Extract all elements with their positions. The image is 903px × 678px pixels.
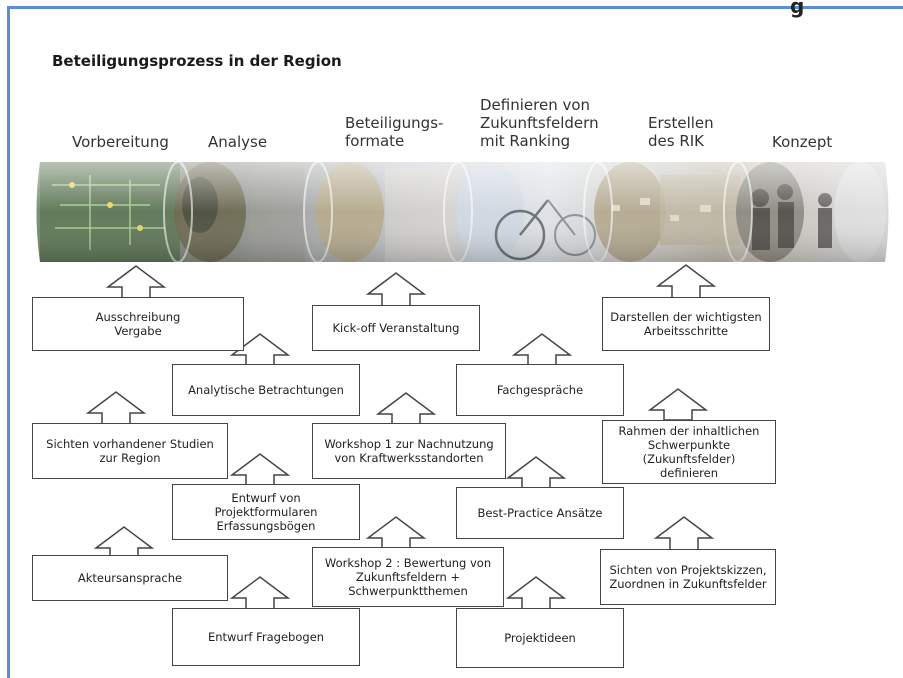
step-box-line: Vergabe <box>114 324 162 338</box>
diagram-title: Beteiligungsprozess in der Region <box>52 52 342 70</box>
up-arrow <box>229 453 291 487</box>
step-box-kickoff: Kick-off Veranstaltung <box>312 305 480 351</box>
phase-label-konzept: Konzept <box>772 133 832 151</box>
up-arrow <box>229 333 291 367</box>
phase-label-rik: Erstellen des RIK <box>648 114 714 150</box>
phase-label-line: Analyse <box>208 133 268 151</box>
step-box-line: definieren <box>659 466 719 480</box>
step-box-line: Zukunftsfeldern + <box>355 570 461 584</box>
step-box-line: Arbeitsschritte <box>643 324 729 338</box>
up-arrow <box>85 391 147 426</box>
phase-label-zukunftsfelder: Definieren von Zukunftsfeldern mit Ranki… <box>480 96 599 150</box>
step-box-line: Sichten vorhandener Studien <box>46 437 214 451</box>
step-box-line: Zuordnen in Zukunftsfelder <box>609 577 767 591</box>
step-box-fachgespraeche: Fachgespräche <box>456 364 624 416</box>
phase-label-line: Beteiligungs- <box>345 114 444 132</box>
corner-text: g <box>790 0 805 18</box>
frame-top-border <box>7 6 903 9</box>
step-box-line: Erfassungsbögen <box>216 519 316 533</box>
up-arrow <box>229 576 291 611</box>
up-arrow <box>653 516 715 551</box>
up-arrow <box>105 265 167 301</box>
up-arrow <box>375 392 437 426</box>
step-box-line: Schwerpunktthemen <box>348 584 468 598</box>
phase-label-line: Zukunftsfeldern <box>480 114 599 132</box>
step-box-line: Projektideen <box>504 631 576 645</box>
step-box-line: Kick-off Veranstaltung <box>332 321 460 335</box>
phase-label-analyse: Analyse <box>208 133 267 151</box>
step-box-projektideen: Projektideen <box>456 608 624 668</box>
step-box-line: von Kraftwerksstandorten <box>334 451 484 465</box>
up-arrow <box>365 516 427 549</box>
phase-label-line: Konzept <box>772 133 833 151</box>
step-box-line: Schwerpunkte (Zukunftsfelder) <box>642 438 736 466</box>
step-box-line: Akteursansprache <box>77 571 183 585</box>
phase-label-beteiligungsformate: Beteiligungs- formate <box>345 114 443 150</box>
step-box-line: Workshop 1 zur Nachnutzung <box>324 437 494 451</box>
step-box-line: Entwurf Fragebogen <box>207 630 325 644</box>
step-box-line: Ausschreibung <box>95 310 181 324</box>
step-box-line: Sichten von Projektskizzen, <box>609 563 767 577</box>
step-box-line: zur Region <box>99 451 161 465</box>
step-box-projektskizzen: Sichten von Projektskizzen,Zuordnen in Z… <box>600 549 776 605</box>
step-box-line: Entwurf von Projektformularen <box>214 491 318 519</box>
phase-label-line: Vorbereitung <box>72 133 169 151</box>
step-box-line: Workshop 2 : Bewertung von <box>324 556 492 570</box>
phase-label-vorbereitung: Vorbereitung <box>72 133 169 151</box>
frame-left-border <box>7 6 10 678</box>
step-box-akteursansprache: Akteursansprache <box>32 555 228 601</box>
up-arrow <box>365 272 427 308</box>
up-arrow <box>505 456 567 490</box>
step-box-line: Fachgespräche <box>496 383 584 397</box>
phase-label-line: Definieren von <box>480 96 591 114</box>
step-box-line: Rahmen der inhaltlichen <box>618 424 760 438</box>
step-box-best-practice: Best-Practice Ansätze <box>456 487 624 539</box>
step-box-line: Darstellen der wichtigsten <box>610 310 762 324</box>
up-arrow <box>647 388 709 421</box>
up-arrow <box>511 333 573 367</box>
up-arrow <box>655 264 717 301</box>
phase-label-line: Erstellen <box>648 114 714 132</box>
step-box-fragebogen: Entwurf Fragebogen <box>172 608 360 666</box>
step-box-analytische-betrachtungen: Analytische Betrachtungen <box>172 364 360 416</box>
up-arrow <box>93 526 155 558</box>
step-box-line: Best-Practice Ansätze <box>477 506 603 520</box>
phase-label-line: mit Ranking <box>480 132 571 150</box>
phase-label-line: des RIK <box>648 132 705 150</box>
up-arrow <box>505 576 567 611</box>
step-box-line: Analytische Betrachtungen <box>188 383 344 397</box>
phase-label-line: formate <box>345 132 405 150</box>
